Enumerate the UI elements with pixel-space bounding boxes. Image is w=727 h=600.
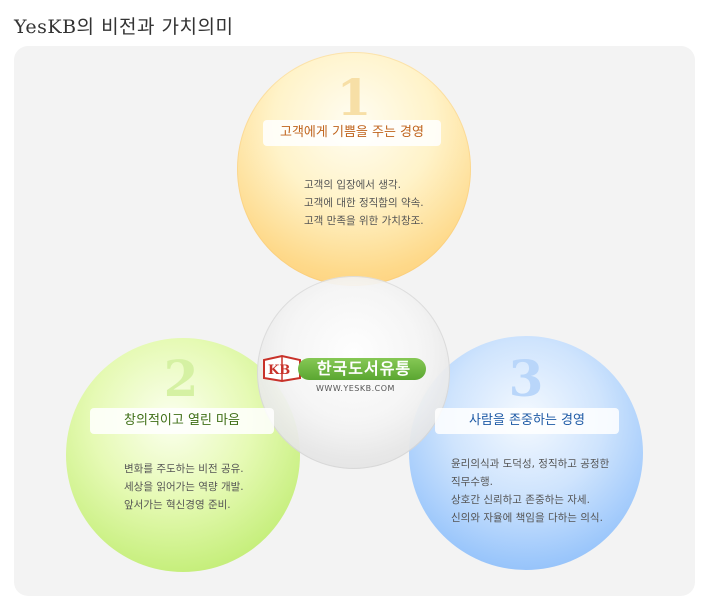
description-line: 고객 만족을 위한 가치창조. (304, 215, 424, 227)
description-line: 신의와 자율에 책임을 다하는 의식. (451, 512, 603, 524)
value-number-2: 2 (163, 349, 199, 408)
page-title: YesKB의 비전과 가치의미 (14, 16, 234, 38)
value-title-2: 창의적이고 열린 마음 (90, 408, 274, 434)
value-title-3: 사람을 존중하는 경영 (435, 408, 619, 434)
logo-url: WWW.YESKB.COM (316, 384, 395, 393)
description-line: 앞서가는 혁신경영 준비. (124, 499, 231, 511)
value-title-1: 고객에게 기쁨을 주는 경영 (263, 120, 441, 146)
value-description-1: 고객의 입장에서 생각. 고객에 대한 정직함의 약속. 고객 만족을 위한 가… (304, 176, 424, 230)
value-description-2: 변화를 주도하는 비전 공유. 세상을 읽어가는 역량 개발. 앞서가는 혁신경… (124, 460, 244, 514)
book-icon: KB (263, 354, 301, 382)
description-line: 윤리의식과 도덕성, 정직하고 공정한 (451, 458, 610, 470)
logo-pill (298, 358, 426, 380)
value-description-3: 윤리의식과 도덕성, 정직하고 공정한 직무수행. 상호간 신뢰하고 존중하는 … (451, 455, 609, 527)
value-circle-1 (237, 52, 471, 286)
description-line: 고객의 입장에서 생각. (304, 179, 401, 191)
value-number-1: 1 (336, 68, 372, 127)
company-logo: KB 한국도서유통 WWW.YESKB.COM (262, 352, 432, 402)
description-line: 세상을 읽어가는 역량 개발. (124, 481, 244, 493)
description-line: 변화를 주도하는 비전 공유. (124, 463, 244, 475)
description-line: 상호간 신뢰하고 존중하는 자세. (451, 494, 590, 506)
description-line: 고객에 대한 정직함의 약속. (304, 197, 424, 209)
logo-name: 한국도서유통 (316, 359, 412, 378)
logo-badge-text: KB (268, 363, 290, 378)
value-number-3: 3 (508, 349, 544, 408)
description-line: 직무수행. (451, 476, 493, 488)
